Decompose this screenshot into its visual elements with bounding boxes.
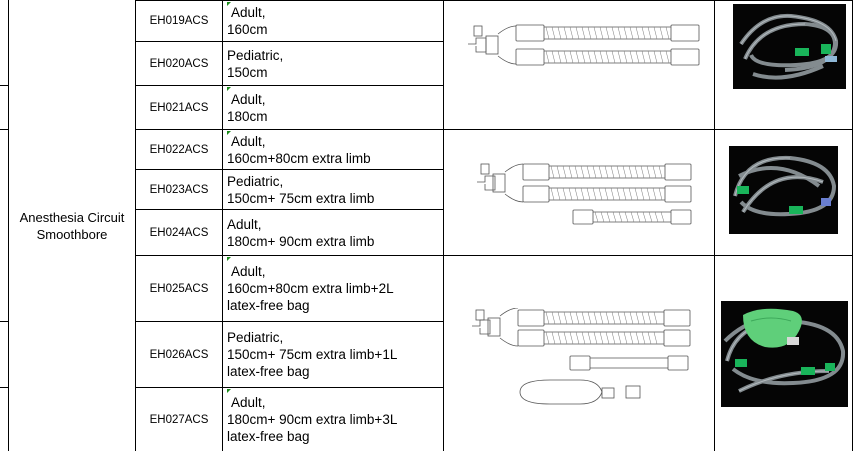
description-line: 180cm+ 90cm extra limb — [227, 233, 375, 249]
description-cell: Adult, 180cm+ 90cm extra limb+3L latex-fre… — [223, 388, 443, 451]
cell-marker — [227, 87, 231, 91]
grid-line — [135, 387, 444, 388]
grid-line — [135, 255, 853, 256]
code-cell: EH019ACS — [136, 1, 222, 41]
grid-line — [443, 0, 444, 451]
product-code: EH019ACS — [149, 15, 209, 27]
description-line: Pediatric, — [227, 47, 284, 63]
description-line: 150cm+ 75cm extra limb+1L — [227, 347, 398, 362]
grid-line — [0, 85, 9, 86]
description-line: latex-free bag — [227, 429, 310, 444]
description-cell: Pediatric,150cm — [223, 42, 443, 85]
description-line: 160cm+80cm extra limb+2L — [227, 281, 394, 296]
grid-line — [135, 321, 444, 322]
cell-marker — [227, 257, 231, 261]
code-cell: EH025ACS — [136, 256, 222, 321]
grid-line — [135, 129, 853, 130]
description-line: Adult, — [231, 133, 266, 149]
description-line: Pediatric, — [227, 173, 284, 189]
grid-line — [714, 0, 715, 451]
description-line: Pediatric, — [227, 330, 284, 345]
description-line: 160cm — [227, 22, 268, 37]
code-cell: EH023ACS — [136, 170, 222, 209]
description-cell: Adult, 160cm+80cm extra limb+2L latex-free… — [223, 256, 443, 321]
description-line: Adult, — [227, 216, 262, 232]
grid-line — [135, 209, 444, 210]
cell-marker — [227, 2, 231, 6]
description-cell: Adult, 160cm — [223, 1, 443, 41]
description-line: Adult, — [231, 264, 266, 279]
description-line: latex-free bag — [227, 298, 310, 313]
product-code: EH025ACS — [149, 282, 209, 295]
description-cell: Pediatric, 150cm+ 75cm extra limb+1L latex… — [223, 322, 443, 387]
cell-marker — [227, 131, 231, 135]
grid-line — [0, 387, 9, 388]
product-code: EH023ACS — [149, 183, 209, 196]
circuit-drawing — [477, 163, 692, 225]
product-code: EH027ACS — [149, 413, 209, 426]
code-cell: EH022ACS — [136, 130, 222, 169]
product-photo — [721, 301, 848, 407]
description-line: latex-free bag — [227, 364, 310, 379]
category-label: Anesthesia Circuit Smoothbore — [19, 209, 125, 242]
grid-line — [222, 0, 223, 451]
description-line: 160cm+80cm extra limb — [227, 150, 371, 166]
description-line: 150cm+ 75cm extra limb — [227, 190, 375, 206]
grid-line — [135, 41, 444, 42]
product-code: EH021ACS — [149, 101, 209, 114]
description-line: Adult, — [231, 395, 266, 410]
code-cell: EH020ACS — [136, 42, 222, 85]
grid-line — [0, 129, 9, 130]
grid-line — [852, 0, 853, 451]
code-cell: EH027ACS — [136, 388, 222, 451]
circuit-drawing — [468, 24, 700, 66]
product-photo — [733, 4, 846, 89]
circuit-drawing — [472, 308, 691, 405]
cell-marker — [227, 389, 231, 393]
category-cell: Anesthesia Circuit Smoothbore — [9, 0, 135, 451]
grid-line — [135, 0, 136, 451]
product-code: EH022ACS — [149, 143, 209, 156]
code-cell: EH026ACS — [136, 322, 222, 387]
description-cell: Pediatric,150cm+ 75cm extra limb — [223, 170, 443, 209]
product-code: EH020ACS — [149, 57, 209, 70]
description-cell: Adult,160cm+80cm extra limb — [223, 130, 443, 169]
grid-line — [0, 321, 9, 322]
product-code: EH024ACS — [149, 226, 209, 239]
description-line: Adult, — [231, 91, 266, 107]
description-cell: Adult,180cm+ 90cm extra limb — [223, 210, 443, 255]
description-line: 180cm+ 90cm extra limb+3L — [227, 412, 398, 427]
description-line: 180cm — [227, 108, 268, 124]
product-code: EH026ACS — [149, 348, 209, 361]
grid-line — [135, 169, 444, 170]
description-line: 150cm — [227, 64, 268, 80]
product-photo — [729, 146, 838, 234]
grid-line — [135, 0, 853, 1]
description-line: Adult, — [231, 5, 266, 20]
grid-line — [8, 0, 9, 451]
description-cell: Adult,180cm — [223, 86, 443, 129]
grid-line — [135, 85, 444, 86]
code-cell: EH021ACS — [136, 86, 222, 129]
code-cell: EH024ACS — [136, 210, 222, 255]
